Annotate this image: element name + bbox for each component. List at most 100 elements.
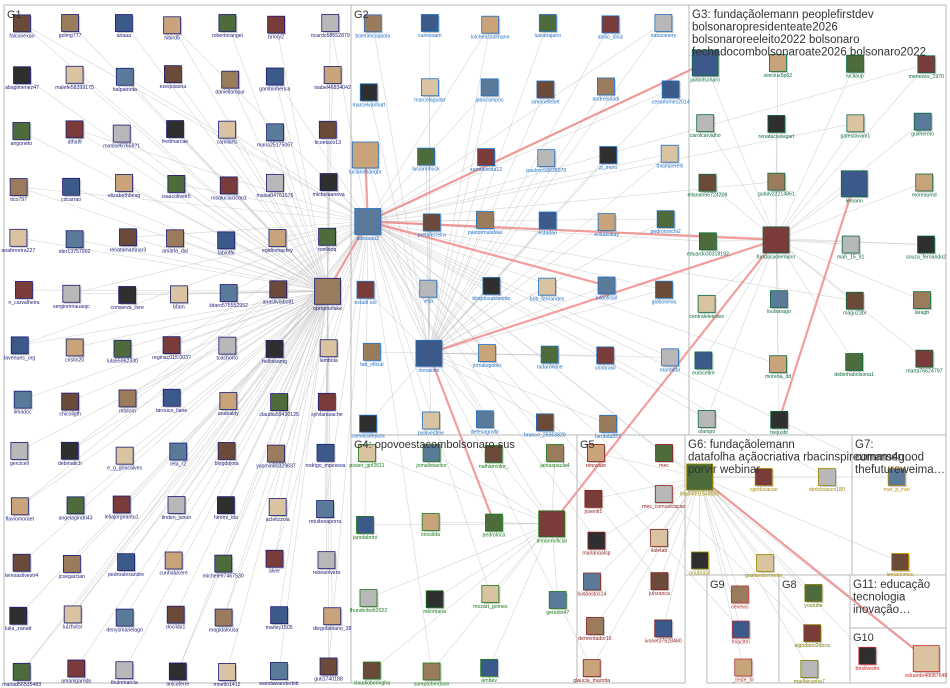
graph-node[interactable]: robertorangel <box>212 14 243 40</box>
graph-node[interactable]: egidiomachry <box>262 229 293 254</box>
graph-node[interactable]: fmacltm <box>732 620 751 646</box>
graph-node[interactable]: dementador16 <box>578 617 612 642</box>
graph-node[interactable]: radaronline <box>537 345 563 371</box>
graph-node[interactable]: debinhabolsona1 <box>834 353 874 379</box>
graph-node[interactable]: flaviomoraet <box>6 497 35 523</box>
graph-node[interactable]: marta76624797 <box>906 349 943 375</box>
graph-node[interactable]: renatamartinar3 <box>110 228 147 254</box>
graph-node[interactable]: sergiomirauaojc <box>53 284 90 310</box>
graph-node[interactable]: lucilaup <box>846 54 866 80</box>
graph-node[interactable]: maria25175067 <box>257 123 293 149</box>
graph-node[interactable]: ronildoq <box>318 227 338 253</box>
graph-node[interactable]: geraldo47 <box>546 591 569 616</box>
graph-node[interactable]: jornalogoblo <box>472 344 501 370</box>
graph-node[interactable]: luizatrajano <box>535 14 562 40</box>
graph-node[interactable]: amarla_dal <box>162 229 188 255</box>
graph-node[interactable]: gatestavam1 <box>841 114 871 140</box>
graph-node[interactable]: lulia_zanatt <box>5 606 32 632</box>
graph-node[interactable]: anaferreira227 <box>2 228 36 254</box>
graph-node[interactable]: abilio_diniz <box>598 15 624 41</box>
graph-node[interactable]: veja <box>419 279 439 305</box>
graph-node[interactable]: cgeducacao <box>750 468 778 494</box>
graph-node[interactable]: cnnbrasil <box>595 346 616 372</box>
graph-node[interactable]: angoneto <box>11 122 33 147</box>
graph-node[interactable]: gercicell <box>10 441 30 467</box>
graph-node[interactable]: briory2 <box>267 15 287 41</box>
graph-node[interactable]: balpatriota <box>113 67 137 93</box>
graph-node[interactable]: lemannmoc <box>887 553 914 579</box>
graph-node[interactable]: reginac015:003? <box>152 336 191 362</box>
graph-node[interactable]: anicaferre <box>166 662 189 688</box>
graph-node[interactable]: thunderbolt2022 <box>350 589 388 615</box>
graph-node[interactable]: dociida1 <box>166 605 186 631</box>
graph-node[interactable]: morena_dd <box>765 355 791 381</box>
graph-node[interactable]: cesarlomes2014 <box>652 80 690 106</box>
graph-node[interactable]: nikomaria <box>423 590 446 616</box>
graph-node[interactable]: cristin20 <box>65 338 85 364</box>
graph-node[interactable]: magidalousa <box>209 608 239 634</box>
graph-node[interactable]: rebeaolvera <box>313 551 341 577</box>
graph-node[interactable]: lllia04991548000 <box>680 463 719 498</box>
graph-node[interactable]: teresasilvestr4 <box>5 553 39 579</box>
graph-node[interactable]: marianaalsp <box>582 531 611 557</box>
graph-node[interactable]: hibird5 <box>163 16 183 41</box>
graph-node[interactable]: retuiteeaporra <box>309 500 341 526</box>
graph-node[interactable]: cariossam <box>418 14 442 40</box>
graph-node[interactable]: erikakokay <box>594 213 619 239</box>
graph-node[interactable]: mnetlo1412 <box>213 663 241 688</box>
graph-node[interactable]: wandawanderbitt <box>259 662 299 687</box>
graph-node[interactable]: leta_r2 <box>169 442 189 468</box>
graph-node[interactable]: paulosr58038070 <box>526 149 566 175</box>
graph-node[interactable]: marllacunha7 <box>794 660 825 685</box>
graph-node[interactable]: pxinvestme <box>418 411 444 437</box>
graph-node[interactable]: eurocelire <box>692 351 715 377</box>
graph-node[interactable]: adessuu2 <box>354 208 383 243</box>
graph-node[interactable]: isabel46834042 <box>314 66 351 91</box>
graph-node[interactable]: fab_oficial <box>360 342 383 368</box>
graph-node[interactable]: andreisaadi <box>593 77 620 103</box>
graph-node[interactable]: marmitbr <box>660 348 681 374</box>
graph-node[interactable]: golmg777 <box>59 14 82 40</box>
graph-node[interactable]: juhzanca <box>648 572 670 598</box>
graph-node[interactable]: claudia59430125 <box>259 393 299 419</box>
graph-node[interactable]: olampo <box>697 410 717 435</box>
graph-node[interactable]: nathamvitor_ <box>479 445 509 470</box>
graph-node[interactable]: tico797 <box>9 178 29 204</box>
graph-node[interactable]: fabiotfe <box>217 231 237 257</box>
graph-node[interactable]: laragb <box>913 291 932 317</box>
graph-node[interactable]: mec <box>655 444 675 470</box>
graph-node[interactable]: ticoetaco13 <box>315 120 342 146</box>
graph-node[interactable]: lambola <box>320 339 339 365</box>
graph-node[interactable]: camilarts <box>217 120 238 146</box>
graph-node[interactable]: lavenues_org <box>4 336 35 362</box>
graph-node[interactable]: lemannoficial <box>537 510 567 544</box>
graph-node[interactable]: marley1505 <box>266 606 293 632</box>
graph-node[interactable]: blogdojota <box>215 442 239 467</box>
graph-node[interactable]: ilaletab <box>650 528 670 554</box>
graph-node[interactable]: boletimcoppola <box>355 14 390 40</box>
graph-node[interactable]: camaradeputa <box>351 414 385 440</box>
graph-node[interactable]: simonetebet <box>531 80 560 106</box>
graph-node[interactable]: renovabr <box>586 444 607 470</box>
graph-node[interactable]: thiamperelli <box>656 144 683 170</box>
graph-node[interactable]: fredmarcae <box>162 120 188 145</box>
graph-node[interactable]: derickvasco180 <box>809 468 845 494</box>
graph-node[interactable]: falconexao <box>9 14 35 40</box>
graph-node[interactable]: opropriofake <box>313 277 342 312</box>
graph-node[interactable]: glaucia_marotta <box>573 659 610 685</box>
graph-node[interactable]: bfam <box>170 285 189 311</box>
graph-node[interactable]: guti1740188 <box>314 657 343 683</box>
graph-node[interactable]: menezes_1970 <box>909 55 945 81</box>
graph-node[interactable]: eduardo30318192 <box>687 232 729 258</box>
graph-node[interactable]: tcachorro <box>217 336 239 362</box>
graph-node[interactable]: thuinmarcia <box>111 661 138 687</box>
graph-node[interactable]: gambinherica <box>259 67 290 93</box>
graph-node[interactable]: luisbastos14 <box>578 572 607 598</box>
graph-node[interactable]: pedroloca <box>483 513 506 539</box>
graph-node[interactable]: ezequiasna <box>160 65 187 91</box>
graph-node[interactable]: mlstom <box>118 389 138 415</box>
graph-node[interactable]: viniclus5p62 <box>764 54 793 80</box>
graph-node[interactable]: pretaferreira <box>418 213 446 239</box>
graph-node[interactable]: linden_junior <box>162 496 192 522</box>
graph-node[interactable]: diegofabiano_38 <box>313 607 352 633</box>
